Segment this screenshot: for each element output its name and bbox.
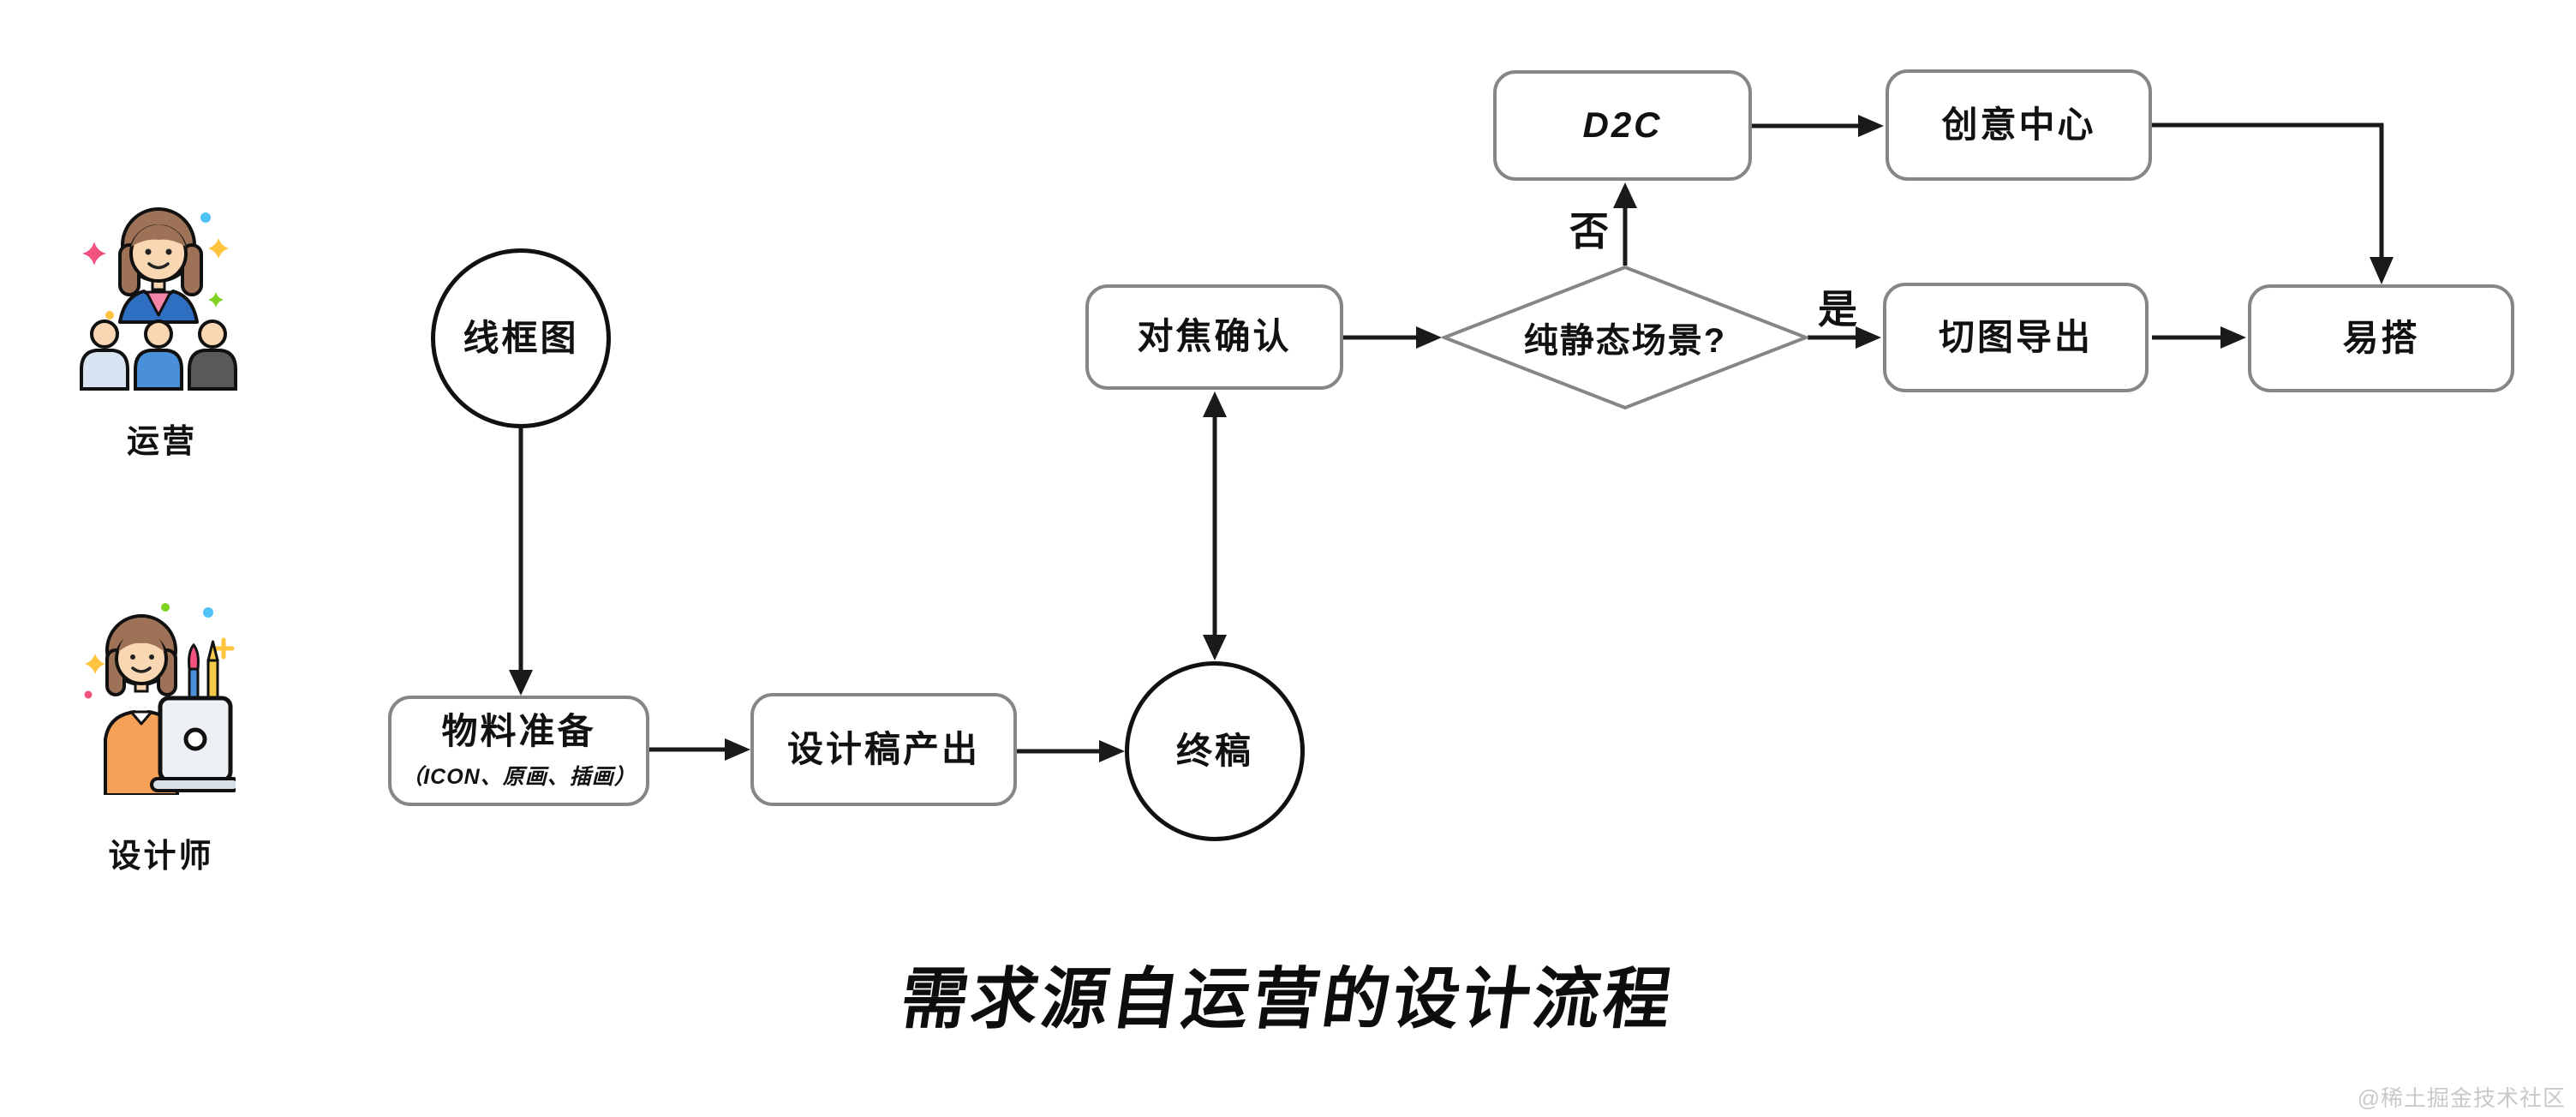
designer-illustration bbox=[84, 603, 236, 795]
sparkle-dot-blue-icon bbox=[200, 212, 211, 223]
node-yida-label: 易搭 bbox=[2342, 317, 2420, 358]
node-creative-center-label: 创意中心 bbox=[1941, 104, 2096, 145]
node-slice-export: 切图导出 bbox=[1883, 283, 2149, 392]
sparkle-dot-yellow-icon bbox=[105, 311, 114, 320]
node-focus-confirm-label: 对焦确认 bbox=[1137, 316, 1292, 357]
node-design-draft: 设计稿产出 bbox=[750, 693, 1017, 806]
operations-team-illustration bbox=[80, 207, 237, 391]
node-d2c: D2C bbox=[1493, 70, 1752, 181]
node-slice-export-label: 切图导出 bbox=[1938, 316, 2093, 357]
designer-role-label: 设计师 bbox=[108, 839, 214, 875]
sparkle-pink-icon bbox=[82, 242, 106, 266]
sparkle-cross-icon bbox=[212, 637, 235, 660]
node-material-prep-label: 物料准备 bbox=[441, 711, 596, 752]
page-title: 需求源自运营的设计流程 bbox=[895, 961, 1680, 1036]
node-creative-center: 创意中心 bbox=[1886, 69, 2152, 181]
arrowheads bbox=[509, 115, 2394, 762]
node-yida: 易搭 bbox=[2248, 284, 2514, 392]
node-wireframe-label: 线框图 bbox=[463, 317, 579, 358]
branch-no-label: 否 bbox=[1569, 209, 1609, 254]
sparkle-dot-green-icon bbox=[161, 603, 170, 612]
node-static-scene-decision: 纯静态场景? bbox=[1442, 265, 1808, 410]
sparkle-dot-blue-icon bbox=[203, 607, 213, 618]
diamond-shape bbox=[1442, 265, 1808, 410]
node-design-draft-label: 设计稿产出 bbox=[786, 728, 980, 769]
node-focus-confirm: 对焦确认 bbox=[1085, 284, 1343, 390]
pencil-icon bbox=[206, 640, 219, 662]
branch-yes-label: 是 bbox=[1818, 287, 1857, 332]
node-material-prep: 物料准备 （ICON、原画、插画） bbox=[388, 696, 649, 806]
node-wireframe: 线框图 bbox=[431, 248, 611, 428]
node-static-scene-label: 纯静态场景? bbox=[1523, 322, 1727, 360]
operations-role-label: 运营 bbox=[126, 424, 197, 460]
node-final-draft: 终稿 bbox=[1125, 661, 1305, 841]
paintbrush-icon bbox=[188, 642, 200, 671]
node-final-draft-label: 终稿 bbox=[1175, 730, 1253, 771]
sparkle-gold-icon bbox=[85, 654, 105, 674]
node-material-prep-sublabel: （ICON、原画、插画） bbox=[401, 764, 637, 789]
sparkle-green-icon bbox=[208, 292, 224, 308]
watermark: @稀土掘金技术社区 bbox=[2357, 1085, 2566, 1111]
node-d2c-label: D2C bbox=[1582, 105, 1663, 146]
sparkle-gold-icon bbox=[208, 238, 229, 259]
edge-creative-to-yida bbox=[2152, 122, 2384, 260]
sparkle-dot-pink-icon bbox=[84, 690, 93, 699]
